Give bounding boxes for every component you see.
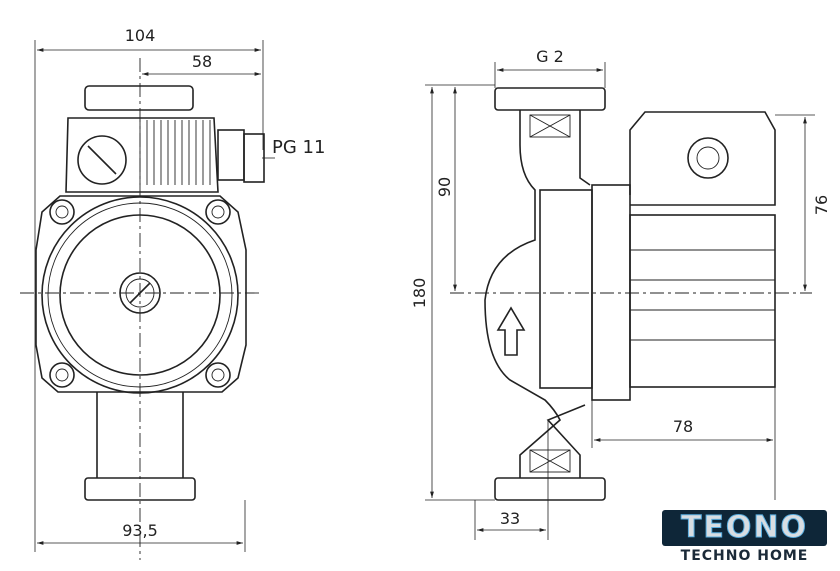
logo-tagline: TECHNO HOME [680, 548, 809, 564]
control-box [65, 117, 219, 193]
dim-58: 58 [192, 52, 212, 71]
cable-gland-body [217, 129, 245, 181]
motor-stator [629, 214, 776, 388]
side-view: G 2 90 180 76 78 33 [410, 47, 831, 540]
logo-brand: TEONO [662, 510, 827, 546]
bottom-flange-side [494, 477, 606, 501]
dim-93-5: 93,5 [122, 521, 158, 540]
flow-direction-arrow-icon [496, 306, 526, 356]
center-plug [119, 272, 161, 314]
outlet-pipe [96, 392, 184, 478]
bolt-bosses [49, 199, 231, 388]
dim-33: 33 [500, 509, 520, 528]
bottom-flange [84, 477, 196, 501]
dim-78: 78 [673, 417, 693, 436]
pump-body-outline [484, 110, 591, 478]
cable-gland-label: PG 11 [272, 137, 325, 158]
dim-76: 76 [812, 195, 831, 215]
terminal-box [629, 111, 776, 206]
top-knob [84, 85, 194, 111]
dim-104: 104 [125, 26, 156, 45]
pump-housing [35, 195, 247, 393]
cable-gland-nut [243, 133, 265, 183]
teono-logo: TEONO TECHNO HOME [662, 510, 827, 564]
top-flange [494, 87, 606, 111]
terminal-plug [687, 137, 729, 179]
dim-180: 180 [410, 278, 429, 309]
thread-label-g2: G 2 [536, 47, 564, 66]
speed-selector [77, 135, 127, 185]
dim-90: 90 [435, 177, 454, 197]
pump-volute [539, 189, 593, 389]
motor-flange [591, 184, 631, 401]
front-view: 104 58 PG 11 93,5 [20, 26, 325, 560]
